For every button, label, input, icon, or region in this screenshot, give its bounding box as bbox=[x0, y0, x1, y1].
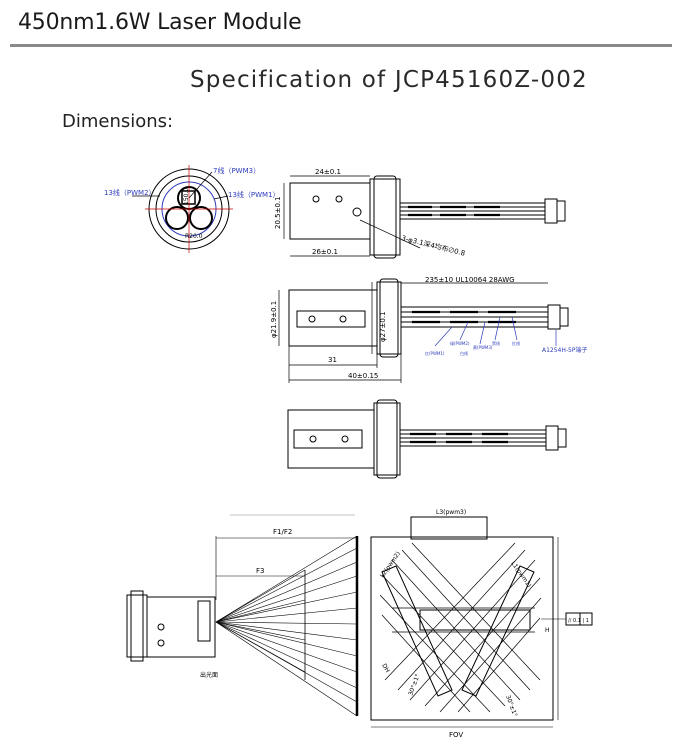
dimensions-label: Dimensions: bbox=[62, 111, 174, 132]
label-f1f2: F1/F2 bbox=[273, 528, 292, 536]
drawing-labels: 7线（PWM3） 13线（PWM2） 13线（PWM1） R20.0 150.0… bbox=[104, 166, 589, 739]
label-hole-note: 3-φ3.1深4均布∅0.8 bbox=[401, 233, 467, 258]
label-dim-20-5: 20.5±0.1 bbox=[274, 196, 282, 229]
front-view-drawing bbox=[132, 165, 233, 253]
label-dh: DH bbox=[380, 663, 391, 674]
wire-label-4: 黑线 bbox=[492, 340, 500, 346]
wire-label-2: 绿(PWM2) bbox=[450, 340, 470, 346]
label-side-h: H bbox=[545, 627, 550, 634]
label-f3: F3 bbox=[256, 567, 264, 575]
label-dim-r: R20.0 bbox=[185, 233, 203, 240]
side-view-2-drawing bbox=[278, 278, 569, 383]
label-dim-26: 26±0.1 bbox=[312, 248, 338, 256]
label-angle-left: 30°±1° bbox=[407, 673, 421, 697]
label-dim-27: φ27±0.1 bbox=[379, 311, 387, 342]
label-tolerance-box: // 0.1 | 1 bbox=[568, 618, 589, 624]
label-wire13-left: 13线（PWM2） bbox=[104, 188, 156, 197]
side-view-1-drawing bbox=[283, 175, 566, 259]
optics-fan-drawing bbox=[126, 514, 359, 717]
label-emit-face: 出光面 bbox=[200, 671, 218, 679]
label-l2: L2(pwm2) bbox=[379, 550, 402, 579]
label-cable-spec: 235±10 UL10064 28AWG bbox=[425, 276, 515, 284]
optics-fov-pattern-drawing bbox=[370, 516, 593, 728]
label-connector: A1254H-5P端子 bbox=[542, 346, 588, 354]
label-angle-right: 30°±1° bbox=[504, 694, 518, 718]
wire-label-1: 红(PWM1) bbox=[425, 350, 445, 356]
page-header-title: 450nm1.6W Laser Module bbox=[18, 10, 302, 35]
label-wire13-right: 13线（PWM1） bbox=[228, 190, 280, 199]
side-view-3-drawing bbox=[287, 399, 567, 479]
label-dim-40: 40±0.15 bbox=[348, 372, 378, 380]
wire-label-5: 红线 bbox=[512, 340, 520, 346]
label-wire7: 7线（PWM3） bbox=[213, 166, 260, 175]
label-fov: FOV bbox=[449, 731, 463, 739]
label-dim-21: φ21.9±0.1 bbox=[270, 301, 278, 338]
label-l3: L3(pwm3) bbox=[436, 509, 466, 516]
label-dim-31: 31 bbox=[328, 356, 337, 364]
label-dim-h: 150.0 bbox=[183, 188, 190, 205]
label-dim-24: 24±0.1 bbox=[315, 168, 341, 176]
wire-label-6: 白线 bbox=[460, 350, 468, 356]
header-divider bbox=[10, 44, 672, 47]
wire-label-3: 黄(PWM3) bbox=[473, 344, 493, 350]
spec-title: Specification of JCP45160Z-002 bbox=[190, 67, 588, 93]
